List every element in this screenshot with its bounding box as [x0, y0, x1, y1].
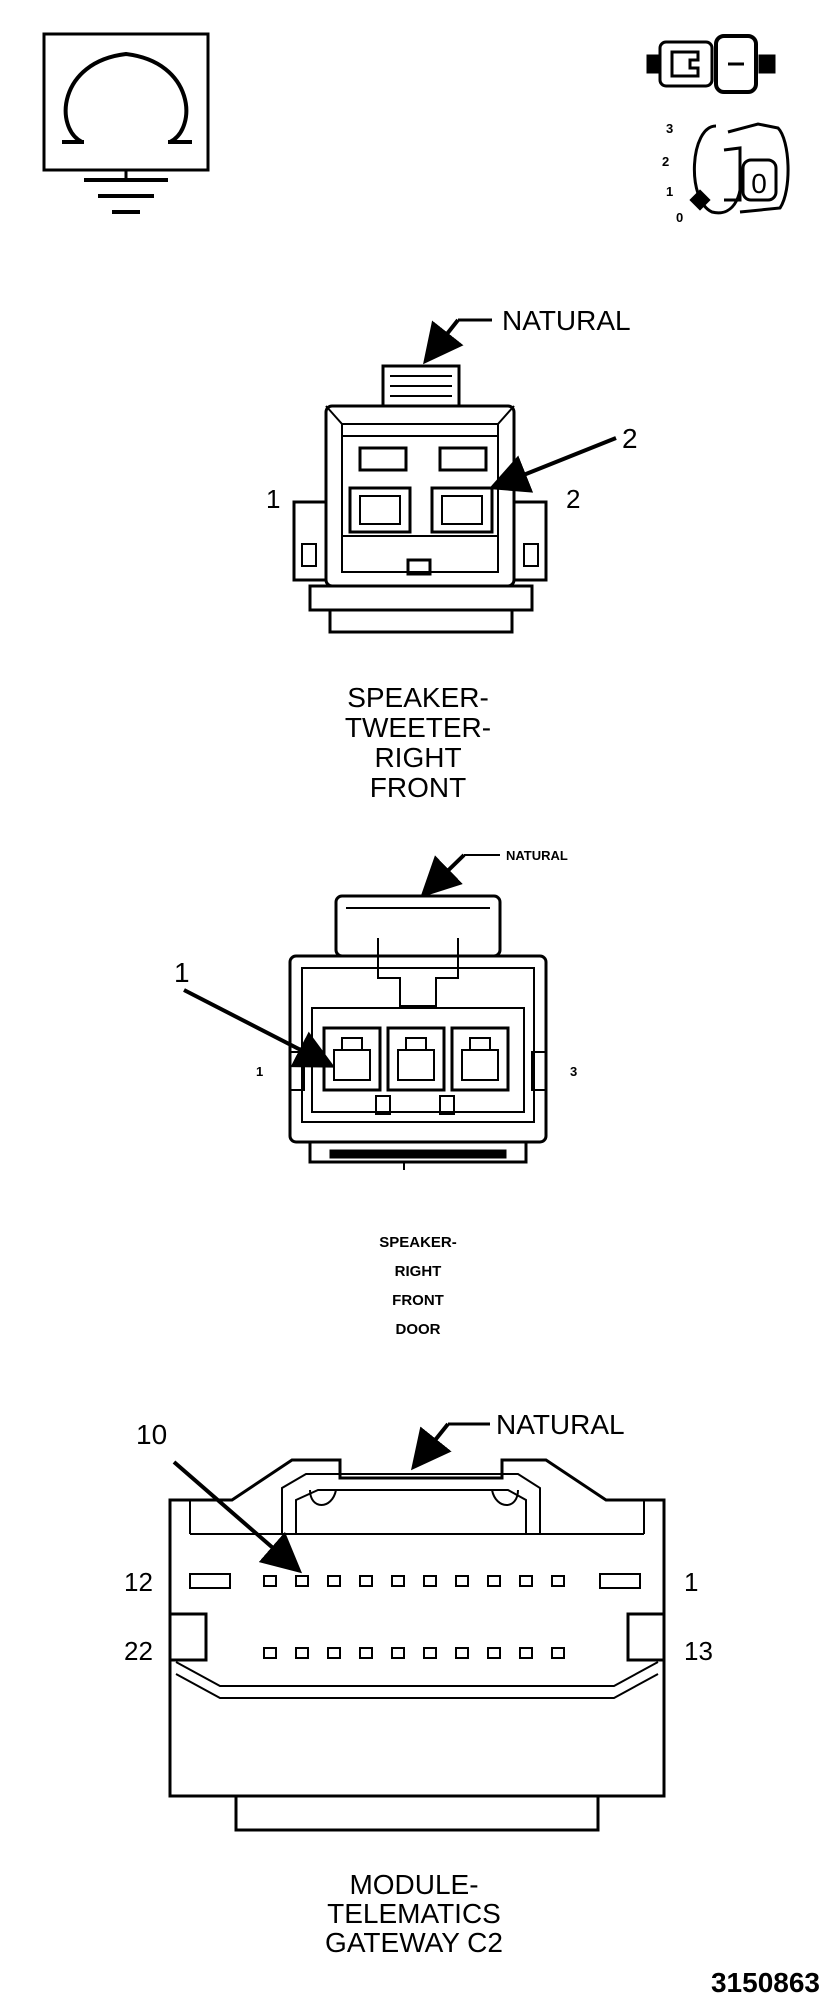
tweeter-color-arrow: [423, 318, 464, 365]
telematics-top-row-pins: [263, 1575, 565, 1587]
tweeter-connector-body: [292, 364, 548, 634]
telematics-pin-top-left: 12: [124, 1567, 153, 1597]
ignition-key-label: 0: [751, 168, 767, 199]
telematics-name-line-1: MODULE-: [349, 1869, 478, 1900]
ignition-position-1: 1: [666, 184, 673, 199]
door-callout-pin: 1: [174, 957, 190, 988]
door-pin-left: 1: [256, 1064, 263, 1079]
telematics-callout-arrow: [172, 1460, 303, 1574]
tweeter-color-label: NATURAL: [502, 305, 631, 336]
tweeter-connector: NATURAL 2 1 2 SPEAKER- TWEETER- RIGHT FR…: [266, 305, 638, 803]
ignition-position-2: 2: [662, 154, 669, 169]
figure-id: 3150863: [711, 1967, 820, 1998]
telematics-pin-bottom-left: 22: [124, 1636, 153, 1666]
tweeter-pin-left: 1: [266, 484, 280, 514]
telematics-callout-pin: 10: [136, 1419, 167, 1450]
telematics-name-line-2: TELEMATICS: [327, 1898, 501, 1929]
door-name-line-1: SPEAKER-: [379, 1234, 457, 1251]
tweeter-name-line-3: RIGHT: [374, 742, 461, 773]
telematics-connector-body: [168, 1458, 666, 1832]
door-color-arrow: [420, 853, 466, 898]
telematics-pin-bottom-right: 13: [684, 1636, 713, 1666]
telematics-pin-top-right: 1: [684, 1567, 698, 1597]
door-pin-right: 3: [570, 1064, 577, 1079]
door-color-label: NATURAL: [506, 848, 568, 863]
door-connector: NATURAL 1 1 3 SPEAKER- RIGHT FRONT DOOR: [174, 848, 577, 1338]
door-connector-body: [288, 894, 548, 1170]
tweeter-pin-right: 2: [566, 484, 580, 514]
tweeter-callout-arrow: [488, 436, 617, 493]
door-name-line-4: DOOR: [396, 1321, 441, 1338]
ignition-position-3: 3: [666, 121, 673, 136]
tweeter-name-line-4: FRONT: [370, 772, 466, 803]
door-name-line-3: FRONT: [392, 1292, 444, 1309]
telematics-color-label: NATURAL: [496, 1409, 625, 1440]
door-name-line-2: RIGHT: [395, 1263, 442, 1280]
tweeter-name-line-2: TWEETER-: [345, 712, 491, 743]
ignition-position-0: 0: [676, 210, 683, 225]
telematics-connector: NATURAL 10 12 1 22 13 MODULE- TELEMATICS…: [124, 1409, 713, 1958]
telematics-bottom-row-pins: [263, 1647, 565, 1659]
tweeter-name-line-1: SPEAKER-: [347, 682, 489, 713]
telematics-name-line-3: GATEWAY C2: [325, 1927, 503, 1958]
connector-plug-icon: [646, 34, 776, 94]
tweeter-callout-pin: 2: [622, 423, 638, 454]
telematics-color-arrow: [411, 1422, 452, 1471]
door-callout-arrow: [183, 988, 336, 1068]
ohm-ground-icon: [42, 32, 210, 214]
ignition-key-icon: 0: [689, 122, 790, 215]
